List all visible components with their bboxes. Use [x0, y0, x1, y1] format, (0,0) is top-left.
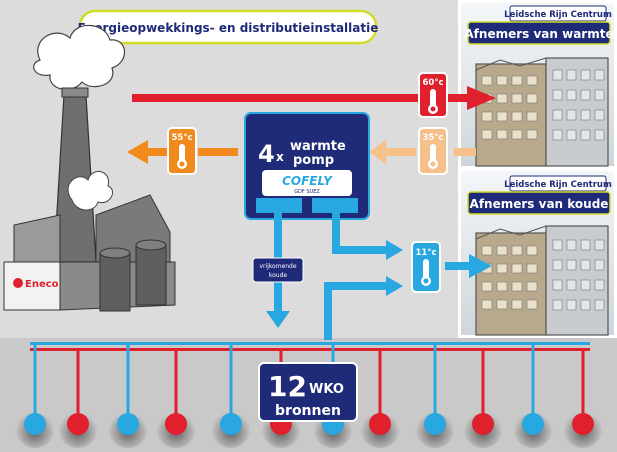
cold-panel-heading: Afnemers van koude: [470, 197, 609, 211]
cold-arrow-head-icon: [386, 276, 403, 296]
hot-well-dot: [472, 413, 494, 435]
hot-well-dot: [572, 413, 594, 435]
heat-panel-header: Leidsche Rijn Centrum Afnemers van warmt…: [464, 5, 614, 45]
heat-pump-line1: warmte: [290, 139, 346, 154]
heat-pump-multiplier: x: [276, 150, 284, 164]
cold-arrow-head-icon: [469, 254, 492, 278]
hot-well: [58, 348, 98, 448]
cold-down-arrow-icon: [266, 311, 290, 328]
cofely-sub: GDF SUEZ: [294, 189, 320, 195]
hot-well-dot: [165, 413, 187, 435]
hot-well-dot: [67, 413, 89, 435]
supply-hot-line: [132, 86, 496, 110]
heat-panel-location: Leidsche Rijn Centrum: [504, 10, 612, 20]
heat-buildings-illustration: [475, 57, 609, 167]
cold-panel-location: Leidsche Rijn Centrum: [504, 180, 612, 190]
thermometer-icon: [428, 89, 438, 114]
cold-well-dot: [24, 413, 46, 435]
thermometer-icon: [421, 259, 431, 286]
thermometer-55: 55°c: [167, 127, 197, 175]
wko-unit: WKO: [309, 382, 344, 397]
heat-pump-count: 4: [258, 140, 275, 168]
temp-11-label: 11°c: [415, 248, 436, 258]
released-cold-line2: koude: [269, 272, 288, 279]
hot-well-dot: [369, 413, 391, 435]
thermometer-icon: [428, 144, 438, 169]
wko-box: 12 WKO bronnen: [258, 362, 358, 422]
thermometer-60: 60°c: [418, 72, 448, 118]
orange-arrow-head-icon: [127, 140, 148, 164]
cofely-logo: COFELY: [282, 174, 333, 188]
eneco-logo-icon: [13, 278, 23, 288]
thermometer-35: 35°c: [418, 127, 448, 175]
wko-count: 12: [268, 370, 307, 403]
cold-well: [211, 342, 251, 448]
hot-arrow-head-icon: [467, 86, 496, 110]
hot-well: [563, 348, 603, 448]
diagram-title: Energieopwekkings- en distributieinstall…: [78, 21, 379, 35]
cold-arrow-head-icon: [386, 240, 403, 260]
title-box: Energieopwekkings- en distributieinstall…: [78, 9, 379, 45]
cold-supply-line: [324, 213, 492, 340]
cold-well: [415, 342, 455, 448]
cold-panel-header: Leidsche Rijn Centrum Afnemers van koude: [467, 175, 612, 215]
thermometer-11: 11°c: [411, 241, 441, 293]
cold-well: [15, 342, 55, 448]
heat-pump-unit: 4 x warmte pomp COFELY GDF SUEZ: [244, 112, 370, 220]
cold-well-dot: [117, 413, 139, 435]
wko-label: bronnen: [275, 403, 341, 419]
released-cold-line1: vrijkomende: [259, 263, 296, 270]
heat-panel-heading: Afnemers van warmte: [464, 27, 613, 41]
released-cold-flow: vrijkomende koude: [252, 213, 304, 328]
heat-pump-line2: pomp: [293, 153, 334, 168]
cold-well: [108, 342, 148, 448]
cold-well: [513, 342, 553, 448]
thermometer-icon: [177, 144, 187, 169]
temp-35-label: 35°c: [422, 133, 443, 143]
hot-well: [156, 348, 196, 448]
eneco-label: Eneco: [25, 279, 59, 290]
hot-well: [360, 348, 400, 448]
warm-arrow-head-icon: [369, 140, 386, 164]
cold-well-dot: [220, 413, 242, 435]
power-plant-illustration: Eneco: [3, 24, 176, 312]
cold-buildings-illustration: [475, 225, 609, 336]
temp-55-label: 55°c: [171, 133, 192, 143]
return-warm-line: [369, 140, 476, 164]
cold-well-dot: [424, 413, 446, 435]
hot-well: [463, 348, 503, 448]
temp-60-label: 60°c: [422, 78, 443, 88]
plant-feed-line: [127, 140, 238, 164]
cold-well-dot: [522, 413, 544, 435]
